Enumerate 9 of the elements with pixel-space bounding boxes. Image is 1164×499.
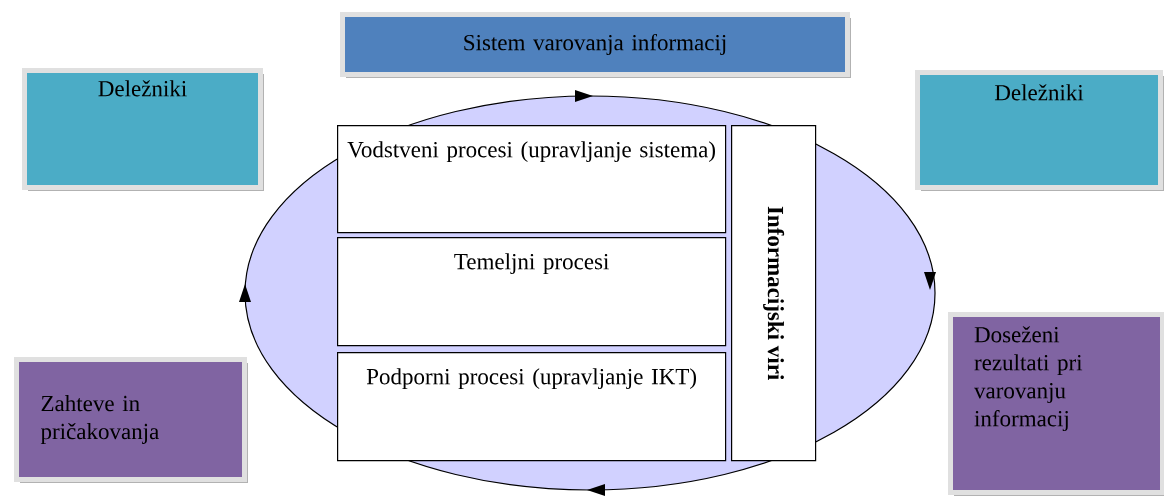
results-box: Doseženi rezultati pri varovanju informacij — [948, 312, 1164, 496]
requirements-box: Zahteve in pričakovanja — [14, 357, 248, 483]
process-box: Podporni procesi (upravljanje IKT) — [337, 352, 727, 462]
title-box: Sistem varovanja informacij — [340, 12, 851, 78]
stakeholder-box: Deležniki — [915, 70, 1164, 191]
process-box: Vodstveni procesi (upravljanje sistema) — [337, 125, 727, 234]
resource-box: Informacijski viri — [731, 125, 817, 462]
stakeholder-box: Deležniki — [22, 68, 264, 191]
process-box: Temeljni procesi — [337, 237, 727, 347]
